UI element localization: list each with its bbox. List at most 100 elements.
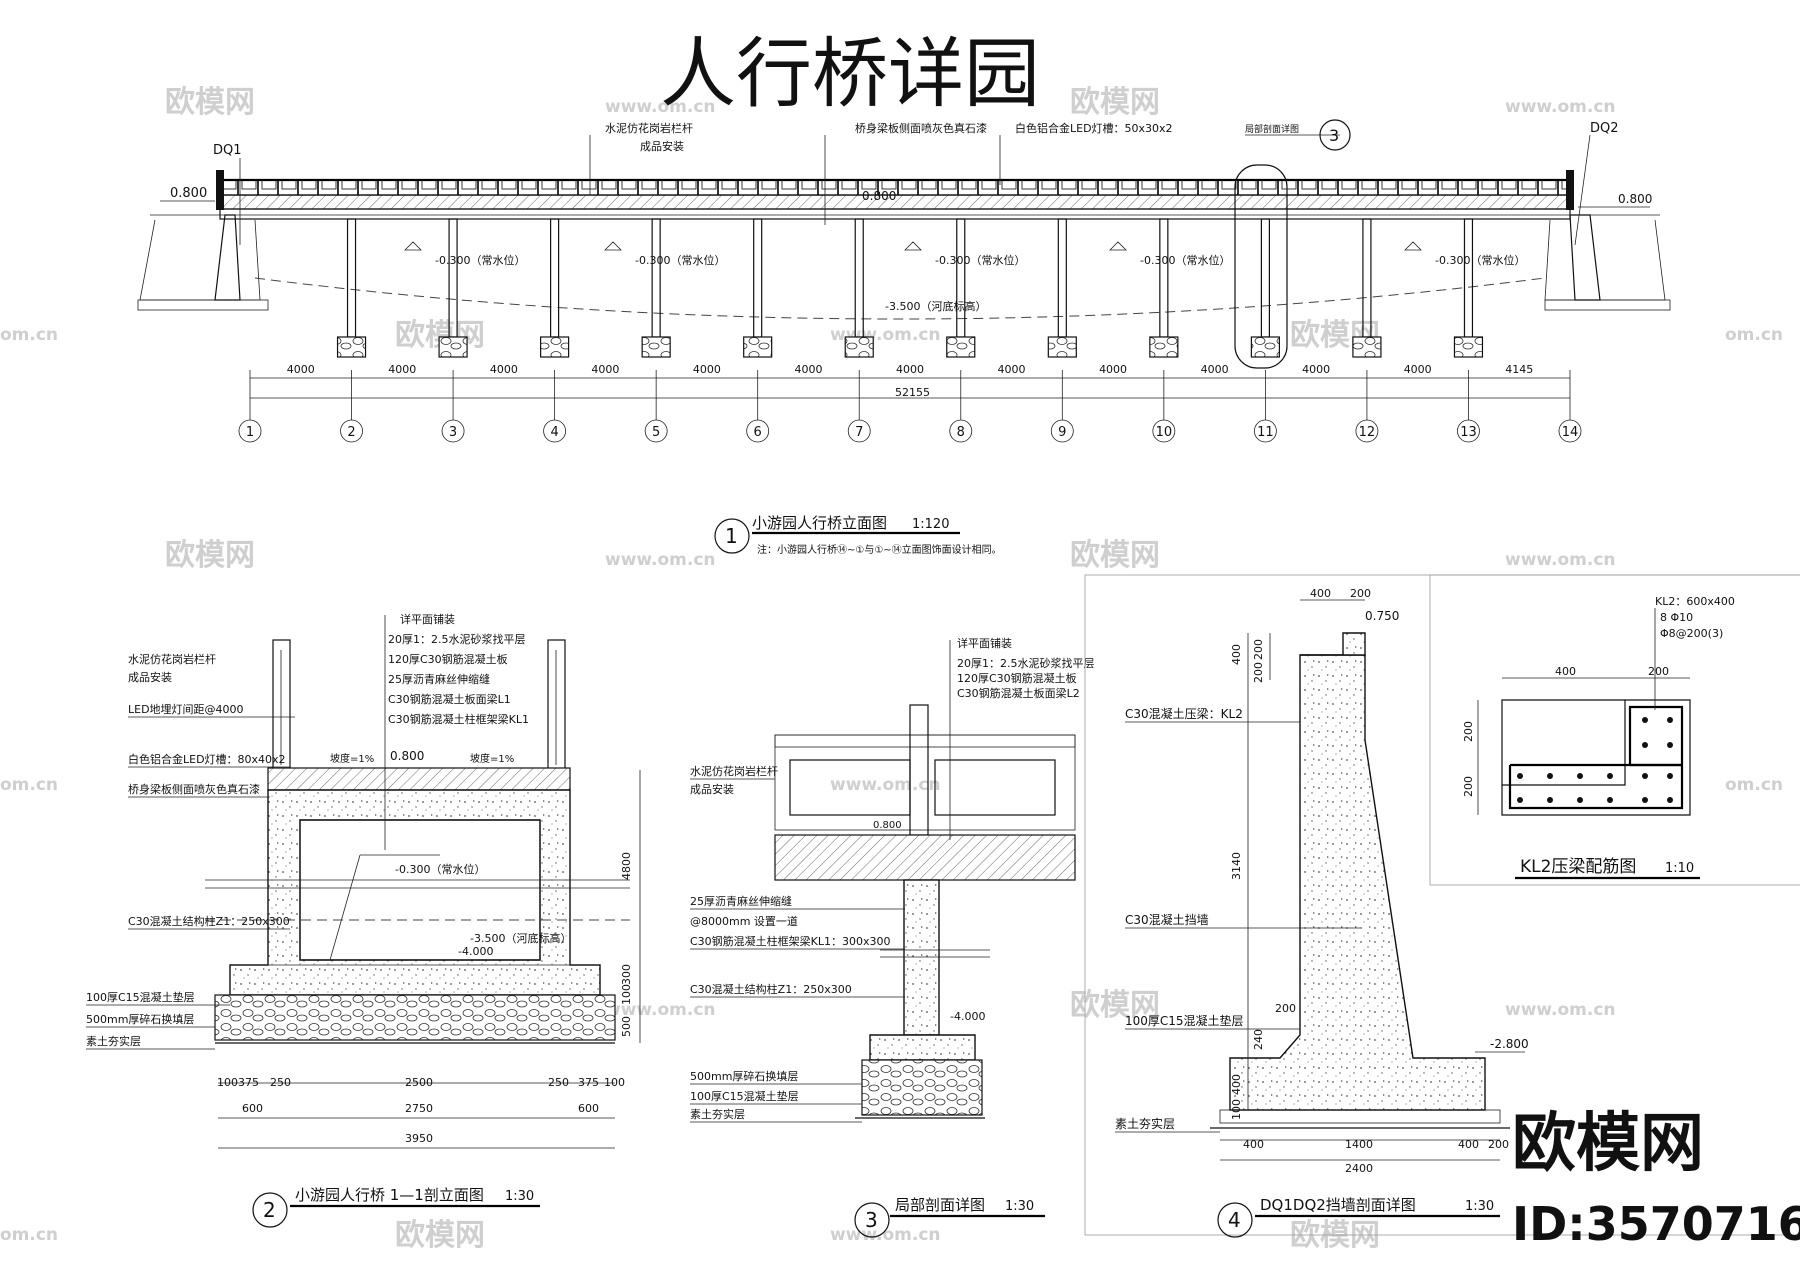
axis-circle [1355, 419, 1379, 443]
axis-label: 8 [957, 425, 965, 440]
svg-text:素土夯实层: 素土夯实层 [86, 1034, 141, 1048]
caption-number: 1 [725, 524, 738, 548]
svg-text:400: 400 [1310, 587, 1331, 600]
axis-circle [1457, 419, 1480, 443]
svg-text:素土夯实层: 素土夯实层 [1115, 1116, 1175, 1131]
axis-label: 3 [449, 425, 457, 440]
watermark-url-layer: www.om.cn www.om.cn om.cn www.om.cn om.c… [0, 97, 1783, 1245]
axis-circle [1253, 419, 1277, 443]
river-level: -3.500（河底标高） [470, 931, 571, 945]
svg-text:375: 375 [238, 1076, 259, 1089]
caption-number-circle [1217, 1202, 1253, 1238]
kl2-scale: 1:10 [1665, 861, 1694, 876]
svg-text:详平面铺装: 详平面铺装 [957, 636, 1012, 650]
slope-left: 坡度=1% [330, 752, 374, 765]
section2-dims-right: 4800 300 100 500 [620, 852, 633, 1037]
watermark-url: om.cn [0, 325, 58, 345]
svg-text:1400: 1400 [1345, 1138, 1373, 1151]
svg-text:C30钢筋混凝土柱框架梁KL1: C30钢筋混凝土柱框架梁KL1 [388, 712, 529, 726]
watermark-url: www.om.cn [605, 97, 716, 117]
svg-text:局部剖面详图: 局部剖面详图 [1245, 123, 1299, 135]
watermark-text: 欧模网 [165, 538, 255, 573]
wall-level-bottom: -2.800 [1490, 1037, 1529, 1051]
section2-labels-left: 水泥仿花岗岩栏杆 成品安装 LED地埋灯间距@4000 白色铝合金LED灯槽：8… [86, 652, 295, 1050]
svg-text:-0.300（常水位）: -0.300（常水位） [935, 253, 1025, 267]
svg-text:100: 100 [620, 984, 633, 1005]
wall-dims-top: 400 200 [1310, 587, 1371, 600]
svg-text:4800: 4800 [620, 852, 633, 880]
caption-number: 3 [865, 1208, 878, 1232]
pier-label-dq1: DQ1 [213, 143, 242, 158]
svg-text:25厚沥青麻丝伸缩缝: 25厚沥青麻丝伸缩缝 [690, 894, 792, 908]
svg-text:-0.300（常水位）: -0.300（常水位） [635, 253, 725, 267]
svg-text:100: 100 [217, 1076, 238, 1089]
axis-circle [1558, 419, 1582, 443]
axis-circle [644, 419, 668, 443]
svg-text:100厚C15混凝土垫层: 100厚C15混凝土垫层 [1125, 1013, 1244, 1028]
caption-number: 4 [1228, 1208, 1241, 1232]
axis-label: 5 [652, 425, 660, 440]
svg-text:600: 600 [242, 1102, 263, 1115]
span-label: 4000 [1404, 363, 1432, 376]
elevation-view: -0.300（常水位） -0.300（常水位） -0.300（常水位） -0.3… [137, 119, 1671, 556]
watermark-url: om.cn [0, 775, 58, 795]
watermark-url: www.om.cn [1505, 550, 1616, 570]
svg-text:400: 400 [1243, 1138, 1264, 1151]
svg-text:250: 250 [270, 1076, 291, 1089]
svg-text:20厚1：2.5水泥砂浆找平层: 20厚1：2.5水泥砂浆找平层 [388, 632, 526, 646]
pier-column [651, 218, 661, 338]
axis-label: 13 [1460, 425, 1477, 440]
kl2-dim: 400 [1555, 665, 1576, 678]
pier-column [1159, 218, 1169, 338]
axis-circle [847, 419, 871, 443]
detail-ref-number: 3 [1329, 126, 1339, 145]
svg-text:水泥仿花岗岩栏杆: 水泥仿花岗岩栏杆 [605, 121, 693, 135]
pier-column [753, 218, 763, 338]
pier-column [1260, 218, 1270, 338]
svg-text:200: 200 [1488, 1138, 1509, 1151]
svg-text:素土夯实层: 素土夯实层 [690, 1107, 745, 1121]
svg-text:C30混凝土结构柱Z1：250x300: C30混凝土结构柱Z1：250x300 [128, 914, 290, 928]
span-label: 4000 [896, 363, 924, 376]
svg-text:欧模网: 欧模网 [1512, 1107, 1704, 1181]
kl2-caption: KL2压梁配筋图 [1520, 857, 1636, 877]
level-top: 0.800 [390, 749, 424, 763]
svg-text:LED地埋灯间距@4000: LED地埋灯间距@4000 [128, 703, 244, 716]
watermark-text: 欧模网 [165, 85, 255, 120]
axis-label: 7 [855, 425, 863, 440]
water-level-markers: -0.300（常水位） -0.300（常水位） -0.300（常水位） -0.3… [404, 241, 1525, 313]
svg-text:桥身梁板侧面喷灰色真石漆: 桥身梁板侧面喷灰色真石漆 [855, 121, 987, 135]
section-1-1: 水泥仿花岗岩栏杆 成品安装 LED地埋灯间距@4000 白色铝合金LED灯槽：8… [86, 612, 641, 1228]
axis-label: 1 [246, 425, 254, 440]
wall-level-top: 0.750 [1365, 609, 1399, 623]
total-length: 52155 [895, 386, 930, 399]
svg-text:C30钢筋混凝土柱框架梁KL1：300x300: C30钢筋混凝土柱框架梁KL1：300x300 [690, 934, 891, 948]
detail-highlight [1234, 164, 1288, 369]
svg-text:水泥仿花岗岩栏杆: 水泥仿花岗岩栏杆 [128, 652, 216, 666]
wall-dims-bottom: 400 1400 400 200 2400 [1243, 1138, 1509, 1175]
svg-text:3140: 3140 [1230, 852, 1243, 880]
span-label: 4000 [1302, 363, 1330, 376]
watermark-url: www.om.cn [1505, 1000, 1616, 1020]
pier-footing [1047, 336, 1077, 358]
watermark-url: www.om.cn [830, 775, 941, 795]
svg-text:200: 200 [1275, 1002, 1296, 1015]
pier-label-dq2: DQ2 [1590, 121, 1619, 136]
svg-text:200: 200 [1350, 587, 1371, 600]
detail-base-level: -4.000 [950, 1010, 985, 1023]
watermark-stamp: 欧模网 ID:3570716 [1512, 1107, 1800, 1251]
axis-circle [949, 419, 973, 443]
svg-text:Φ8@200(3): Φ8@200(3) [1660, 627, 1723, 640]
caption-number-circle [252, 1192, 288, 1228]
span-label: 4000 [693, 363, 721, 376]
view-scale: 1:30 [1465, 1199, 1494, 1214]
svg-text:25厚沥青麻丝伸缩缝: 25厚沥青麻丝伸缩缝 [388, 672, 490, 686]
svg-text:白色铝合金LED灯槽：50x30x2: 白色铝合金LED灯槽：50x30x2 [1015, 121, 1173, 135]
view-scale: 1:120 [912, 517, 949, 532]
detail-section: 详平面铺装 20厚1：2.5水泥砂浆找平层 120厚C30钢筋混凝土板 C30钢… [690, 636, 1095, 1238]
svg-text:100厚C15混凝土垫层: 100厚C15混凝土垫层 [690, 1089, 799, 1103]
svg-text:-0.300（常水位）: -0.300（常水位） [1435, 253, 1525, 267]
svg-text:-0.300（常水位）: -0.300（常水位） [435, 253, 525, 267]
watermark-layer: 欧模网 欧模网 欧模网 欧模网 欧模网 欧模网 欧模网 欧模网 欧模网 [165, 85, 1380, 1253]
pier-group [336, 218, 1484, 358]
